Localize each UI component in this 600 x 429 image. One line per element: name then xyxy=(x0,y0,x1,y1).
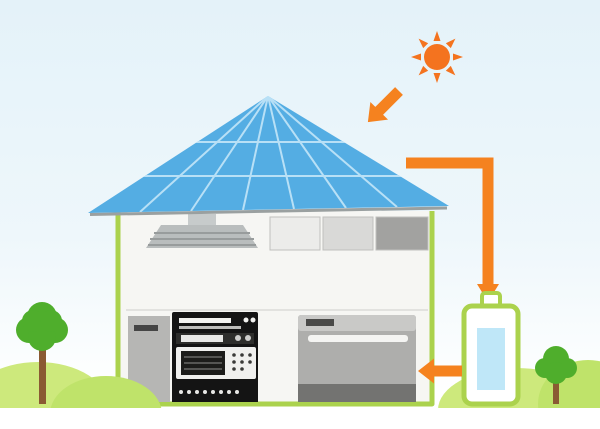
microwave-button xyxy=(232,360,236,364)
sun-ray xyxy=(445,65,456,76)
arrow-shape xyxy=(418,358,462,384)
stack-knob xyxy=(245,335,251,341)
stereo-knob xyxy=(243,317,249,323)
ground-strip xyxy=(0,408,600,429)
sun-ray xyxy=(418,65,429,76)
microwave-window-line xyxy=(184,362,222,364)
tree-right xyxy=(535,346,577,404)
tree-right-trunk xyxy=(553,374,559,404)
stack-base xyxy=(172,381,258,402)
microwave-window-line xyxy=(184,368,222,370)
sun-ray xyxy=(453,53,463,61)
microwave-window-line xyxy=(184,356,222,358)
stack-band-display xyxy=(181,335,223,342)
sun-ray xyxy=(433,31,441,41)
window-pane-left xyxy=(269,216,321,251)
base-knob xyxy=(179,390,183,394)
hood-chimney xyxy=(188,214,216,226)
window-pane-right xyxy=(375,216,429,251)
base-knob xyxy=(187,390,191,394)
sun-ray xyxy=(418,38,429,49)
dishwasher-control xyxy=(306,319,334,326)
sun-icon xyxy=(411,31,463,83)
tree-left-canopy xyxy=(16,302,68,351)
oven-microwave-stack xyxy=(172,312,258,402)
base-knob xyxy=(235,390,239,394)
sun-core xyxy=(424,44,450,70)
arrow-shape xyxy=(367,87,403,123)
stereo-display xyxy=(179,318,231,323)
stack-knob xyxy=(235,335,241,341)
microwave-button xyxy=(240,367,244,371)
storage-battery xyxy=(461,291,521,407)
cabinet-handle xyxy=(134,325,158,331)
sunlight-arrow-icon xyxy=(367,87,403,123)
arrow-elbow xyxy=(406,157,494,286)
base-knob xyxy=(195,390,199,394)
roof-face xyxy=(88,96,449,213)
microwave-button xyxy=(240,353,244,357)
sun-ray xyxy=(411,53,421,61)
tree-right-canopy xyxy=(535,346,577,384)
base-knob xyxy=(211,390,215,394)
battery-to-house-arrow xyxy=(418,358,462,384)
stereo-line xyxy=(179,326,241,329)
dishwasher-handle xyxy=(308,335,408,342)
battery-charge-level xyxy=(477,328,505,390)
base-knob xyxy=(227,390,231,394)
tree-left xyxy=(16,302,68,404)
eave-shadow xyxy=(89,206,448,216)
microwave-button xyxy=(248,353,252,357)
window-pane-middle xyxy=(322,216,374,251)
microwave-button xyxy=(232,353,236,357)
sun-ray xyxy=(433,73,441,83)
base-knob xyxy=(203,390,207,394)
dishwasher-base xyxy=(298,384,416,402)
dishwasher xyxy=(298,315,416,402)
house xyxy=(115,211,435,407)
range-hood xyxy=(146,225,258,248)
base-knob xyxy=(219,390,223,394)
microwave-button xyxy=(248,360,252,364)
microwave-button xyxy=(232,367,236,371)
microwave-button xyxy=(240,360,244,364)
stereo-knob xyxy=(250,317,256,323)
sun-ray xyxy=(445,38,456,49)
tree-left-trunk xyxy=(39,348,46,404)
